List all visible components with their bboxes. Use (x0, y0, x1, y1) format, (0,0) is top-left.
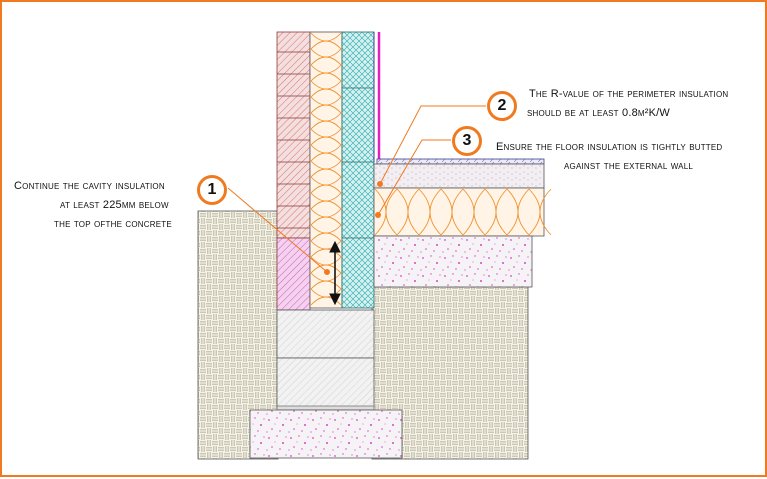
note-3-line-2: against the external wall (564, 160, 694, 172)
annotation-badge-1: 1 (197, 175, 227, 205)
note-1-line-2: at least 225mm below (60, 199, 169, 211)
annotation-note-2: The R-value of the perimeter insulation … (527, 85, 763, 123)
strip-foundation-concrete (249, 409, 403, 459)
inner-blockwork-leaf (341, 31, 375, 309)
leader-endpoint-2 (377, 181, 383, 187)
floor-insulation (373, 187, 552, 237)
note-2-line-2: should be at least 0.8m²K/W (527, 107, 671, 119)
note-2-line-1: The R-value of the perimeter insulation (529, 88, 729, 100)
leader-line-2 (379, 105, 486, 185)
note-1-line-1: Continue the cavity insulation (14, 180, 165, 192)
note-1-line-3: the top ofthe concrete (54, 218, 172, 230)
annotation-badge-3: 3 (452, 126, 482, 156)
leader-endpoints (324, 181, 383, 275)
annotation-badge-2: 2 (487, 91, 517, 121)
vapour-membrane-line (373, 32, 381, 162)
leader-line-3 (377, 139, 451, 216)
floor-slab-concrete (373, 235, 533, 288)
cavity-insulation (309, 31, 343, 309)
foundation-blockwork (276, 309, 375, 411)
leader-lines (227, 105, 486, 273)
brick-outer-leaf (276, 31, 311, 311)
leader-endpoint-3 (375, 212, 381, 218)
floor-screed (373, 163, 545, 189)
leader-endpoint-1 (324, 269, 330, 275)
note-3-line-1: Ensure the floor insulation is tightly b… (496, 141, 723, 153)
leader-line-1 (227, 187, 328, 273)
annotation-note-1: Continue the cavity insulation at least … (14, 177, 194, 234)
dimension-arrow-225mm (329, 240, 341, 306)
annotation-note-3: Ensure the floor insulation is tightly b… (496, 138, 766, 176)
